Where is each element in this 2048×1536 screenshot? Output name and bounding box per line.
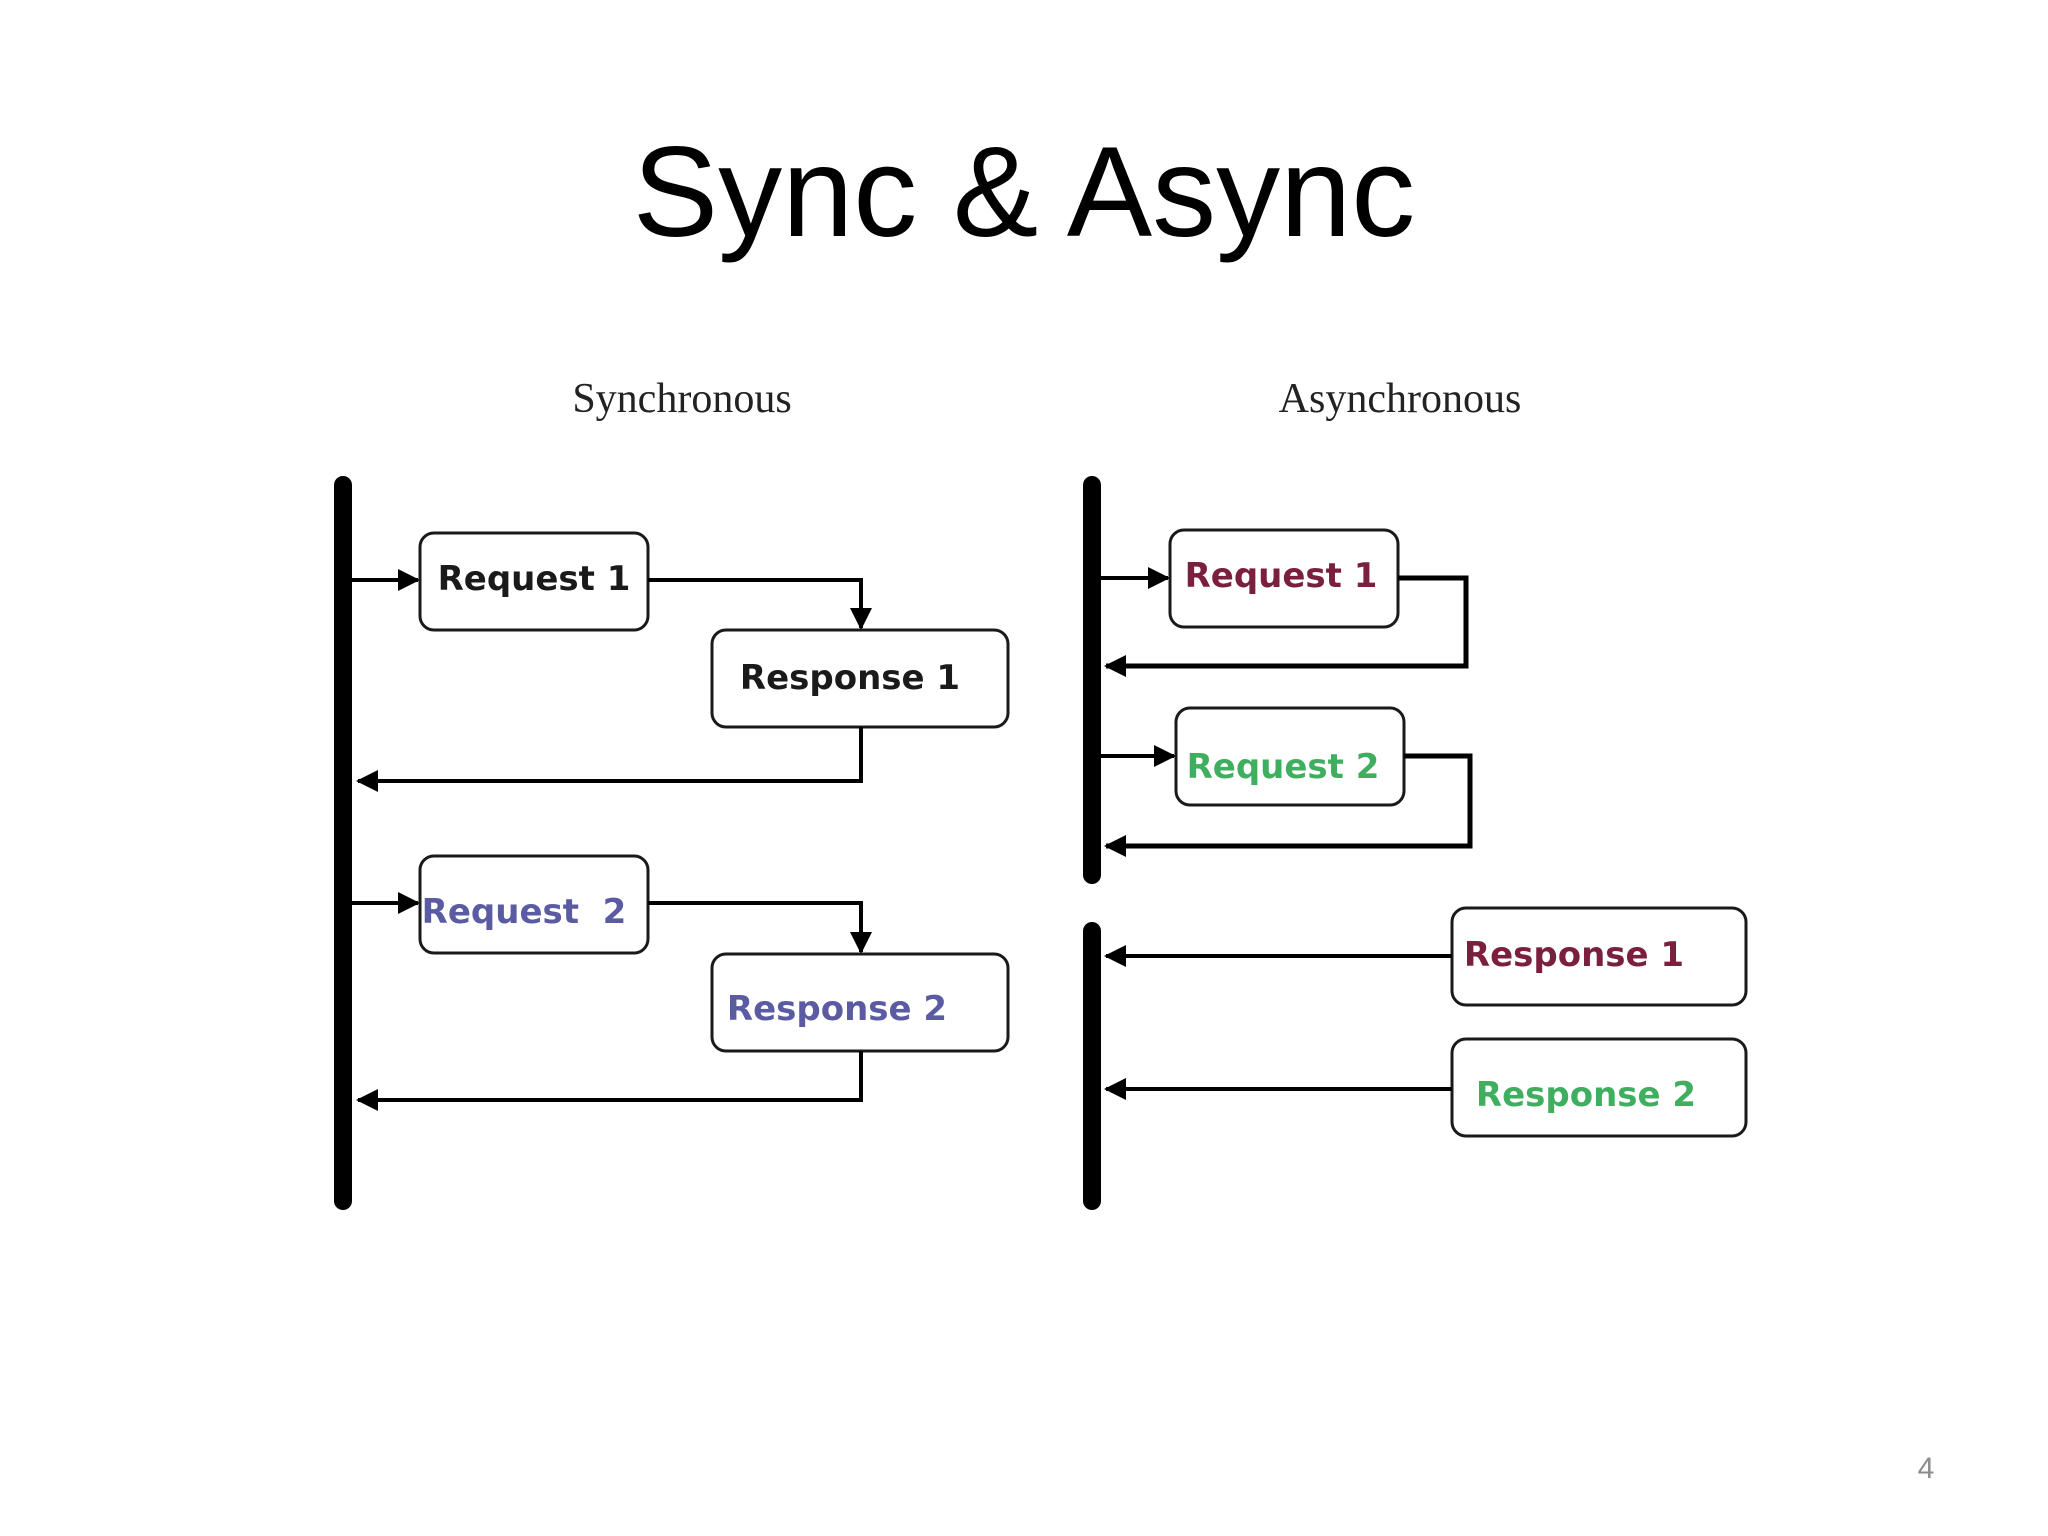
sync-request-1-label: Request 1 [438, 559, 631, 599]
sync-arrow-request-1-to-response-1 [648, 578, 872, 630]
async-arrow-request-1-return [1104, 575, 1469, 677]
asynchronous-label: Asynchronous [1279, 376, 1522, 422]
sync-arrow-request-2-to-response-2 [648, 901, 872, 954]
synchronous-label: Synchronous [572, 376, 791, 422]
sync-arrow-response-1-return [356, 727, 863, 792]
async-request-1-label: Request 1 [1185, 556, 1378, 596]
sync-timeline [334, 476, 352, 1210]
async-arrow-request-2-return [1104, 753, 1473, 857]
async-timeline-lower [1083, 922, 1101, 1210]
sync-request-2-label: Request 2 [422, 892, 627, 932]
async-response-2-label: Response 2 [1476, 1075, 1696, 1115]
async-request-2-label: Request 2 [1187, 747, 1380, 787]
asynchronous-diagram: Request 1 Request 2 Response 1 Response … [1083, 476, 1748, 1210]
sync-response-1-label: Response 1 [740, 658, 960, 698]
page-number: 4 [1917, 1452, 1935, 1485]
sync-arrow-response-2-return [356, 1051, 863, 1111]
sync-response-2-label: Response 2 [727, 989, 947, 1029]
slide-title: Sync & Async [632, 121, 1416, 264]
async-timeline-upper [1083, 476, 1101, 884]
async-response-1-label: Response 1 [1464, 935, 1684, 975]
synchronous-diagram: Request 1 Response 1 Request 2 Response … [334, 476, 1010, 1210]
